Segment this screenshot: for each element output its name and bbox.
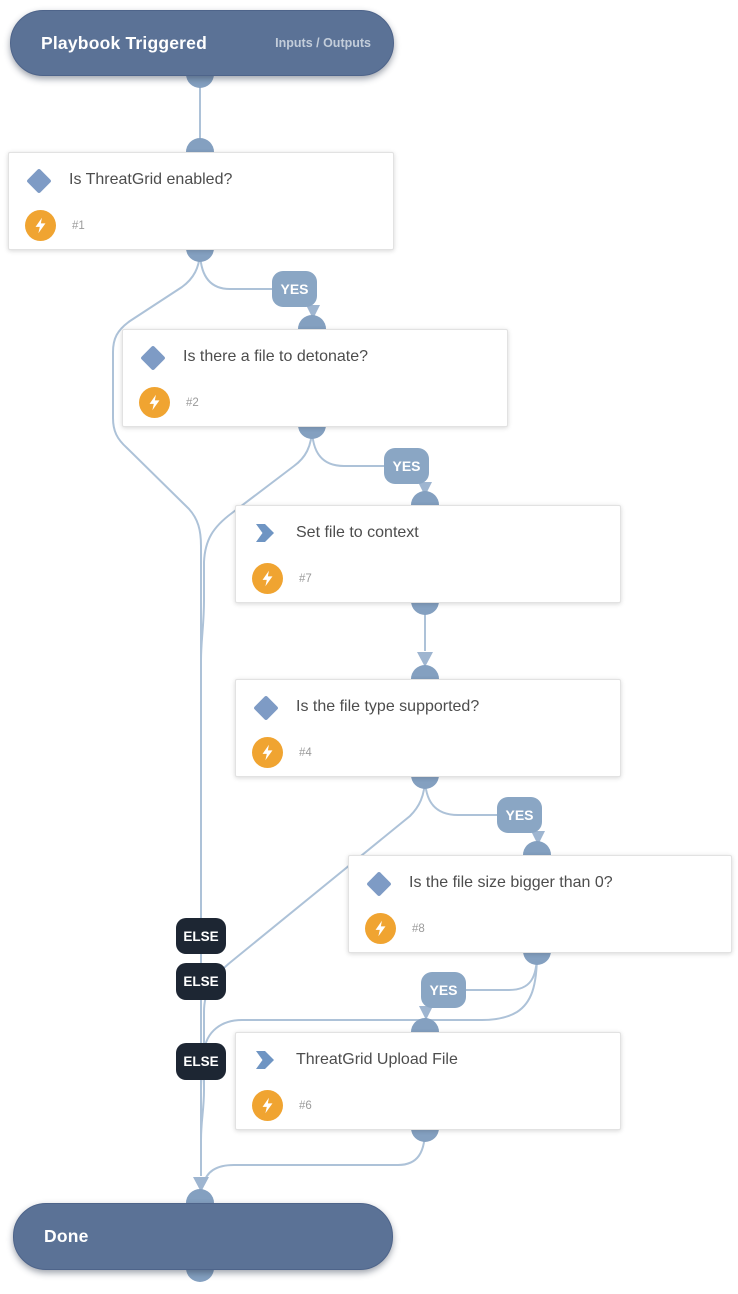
- task-number: #7: [299, 573, 312, 585]
- edge-1-else-trunk: [112, 249, 202, 1176]
- arrowhead: [417, 652, 433, 667]
- task-title: Is there a file to detonate?: [183, 348, 369, 365]
- condition-diamond-icon: [26, 168, 52, 194]
- task-title: ThreatGrid Upload File: [296, 1051, 458, 1068]
- edge-label-else-1: ELSE: [176, 918, 226, 954]
- edge-2-else: [200, 426, 313, 661]
- edge-label-yes-2: YES: [384, 448, 429, 484]
- edge-8-else: [200, 952, 538, 1141]
- task-number: #4: [299, 747, 312, 759]
- task-number: #1: [72, 220, 85, 232]
- task-node-6[interactable]: ThreatGrid Upload File #6: [235, 1032, 621, 1130]
- playbook-triggered-node[interactable]: Playbook Triggered Inputs / Outputs: [10, 10, 394, 76]
- done-title: Done: [44, 1226, 89, 1246]
- task-node-4[interactable]: Is the file type supported? #4: [235, 679, 621, 777]
- task-title: Is the file size bigger than 0?: [409, 874, 613, 891]
- task-node-7[interactable]: Set file to context #7: [235, 505, 621, 603]
- condition-diamond-icon: [253, 695, 279, 721]
- automation-bolt-icon: [25, 210, 56, 241]
- condition-diamond-icon: [366, 871, 392, 897]
- condition-diamond-icon: [140, 345, 166, 371]
- task-number: #8: [412, 923, 425, 935]
- edge-6-to-done: [203, 1128, 426, 1185]
- automation-bolt-icon: [252, 737, 283, 768]
- task-title: Set file to context: [296, 524, 419, 541]
- task-title: Is the file type supported?: [296, 698, 480, 715]
- action-chevron-icon: [253, 521, 279, 547]
- action-chevron-icon: [253, 1048, 279, 1074]
- edge-label-yes-1: YES: [272, 271, 317, 307]
- automation-bolt-icon: [139, 387, 170, 418]
- arrowhead: [306, 305, 320, 319]
- edge-label-else-2: ELSE: [176, 963, 226, 1000]
- inputs-outputs-link[interactable]: Inputs / Outputs: [275, 36, 371, 50]
- task-node-1[interactable]: Is ThreatGrid enabled? #1: [8, 152, 394, 250]
- automation-bolt-icon: [252, 1090, 283, 1121]
- automation-bolt-icon: [365, 913, 396, 944]
- task-number: #2: [186, 397, 199, 409]
- task-number: #6: [299, 1100, 312, 1112]
- task-node-2[interactable]: Is there a file to detonate? #2: [122, 329, 508, 427]
- done-node[interactable]: Done: [13, 1203, 393, 1270]
- automation-bolt-icon: [252, 563, 283, 594]
- edge-label-yes-4: YES: [497, 797, 542, 833]
- edge-label-else-3: ELSE: [176, 1043, 226, 1080]
- playbook-triggered-title: Playbook Triggered: [41, 32, 208, 53]
- task-title: Is ThreatGrid enabled?: [69, 171, 233, 188]
- task-node-8[interactable]: Is the file size bigger than 0? #8: [348, 855, 732, 953]
- arrowhead: [531, 831, 545, 845]
- arrowhead: [418, 482, 432, 496]
- arrowhead: [193, 1177, 209, 1192]
- edge-label-yes-8: YES: [421, 972, 466, 1008]
- arrowhead: [419, 1006, 433, 1020]
